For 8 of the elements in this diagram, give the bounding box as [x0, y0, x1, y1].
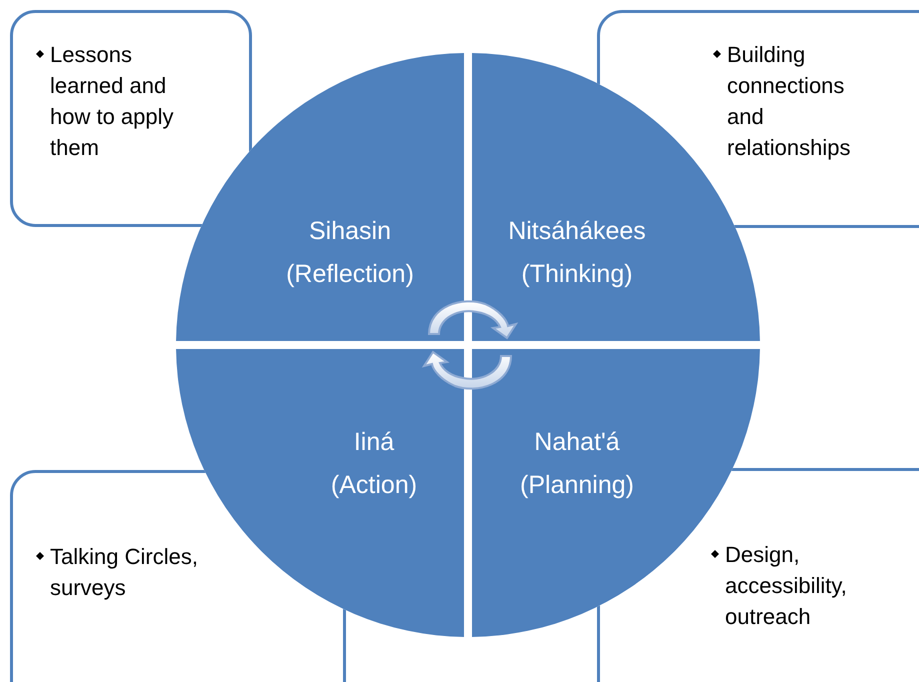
note-text: Design, accessibility, outreach: [725, 541, 848, 631]
quadrant-label: Nahat'á (Planning): [519, 427, 635, 501]
quadrant-label: Nitsáhákees (Thinking): [507, 216, 647, 290]
quadrant-label: Sihasin (Reflection): [285, 216, 415, 290]
note-text: Lessons learned and how to apply them: [50, 41, 175, 162]
note-text: Talking Circles, surveys: [50, 543, 199, 602]
quadrant-label: Iiná (Action): [330, 427, 418, 501]
note-text: Building connections and relationships: [727, 41, 852, 162]
